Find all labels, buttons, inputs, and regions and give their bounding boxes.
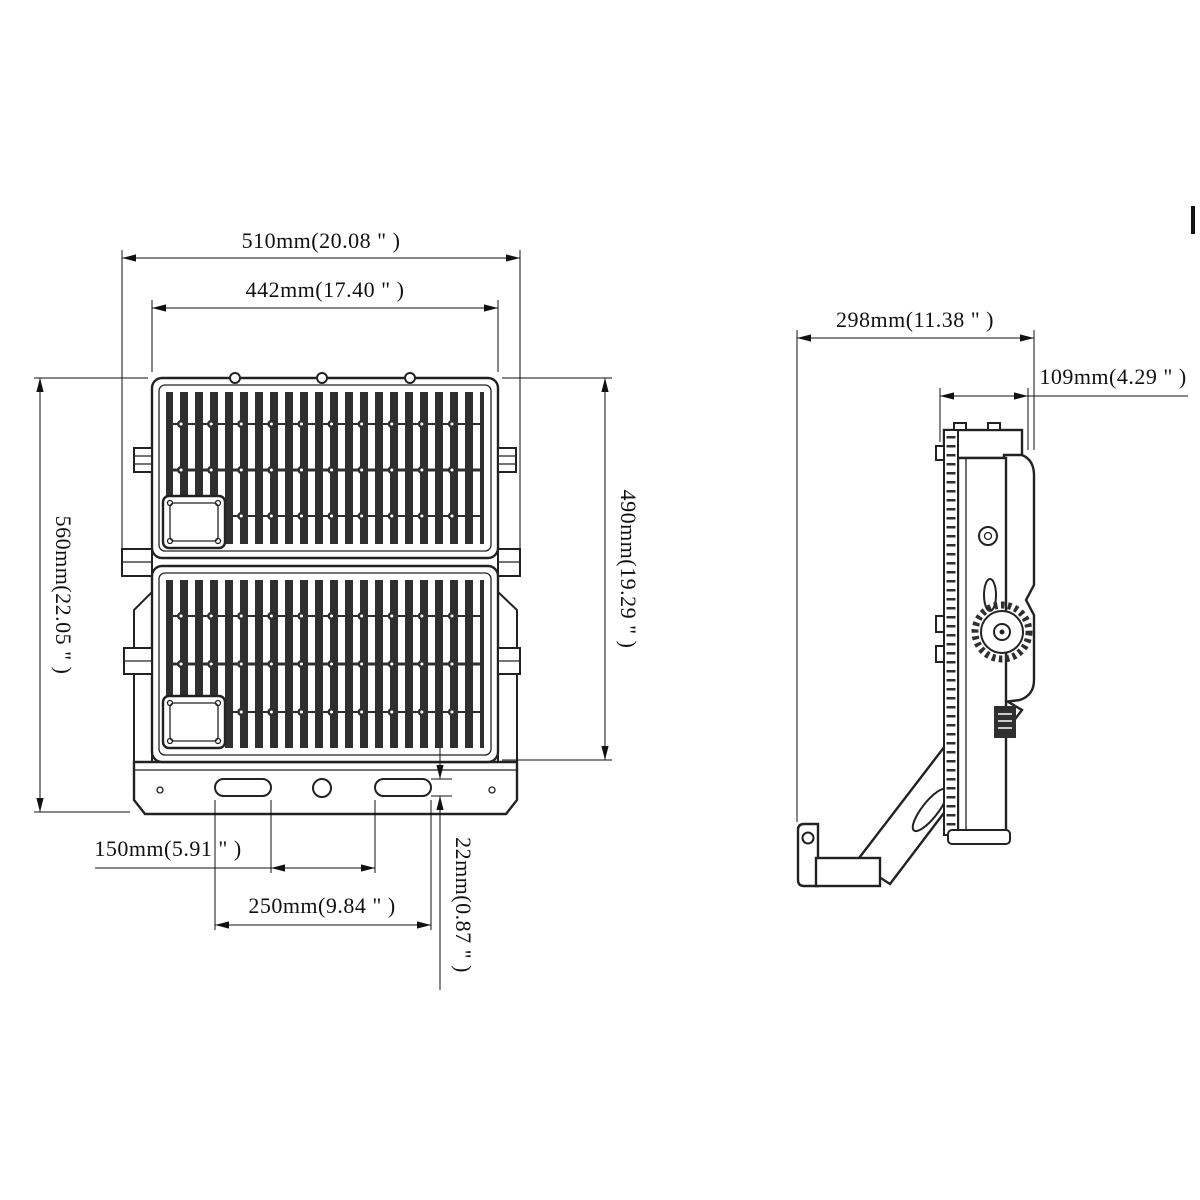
dim-298-label: 298mm(11.38 " ) bbox=[836, 307, 994, 332]
spec-label bbox=[994, 706, 1016, 738]
dim-250-label: 250mm(9.84 " ) bbox=[248, 893, 395, 918]
side-knob bbox=[978, 526, 998, 546]
mounting-plate bbox=[132, 760, 519, 816]
front-tab bbox=[935, 445, 945, 461]
mount-slot-right bbox=[374, 778, 432, 797]
hinge-blocks bbox=[121, 447, 521, 675]
grille-module-bottom bbox=[150, 564, 500, 764]
dim-109-label: 109mm(4.29 " ) bbox=[1039, 364, 1186, 389]
front-dimensions: 510mm(20.08 " ) 442mm(17.40 " ) 560mm(22… bbox=[34, 228, 641, 990]
dim-22-label: 22mm(0.87 " ) bbox=[451, 837, 476, 973]
yoke-left-arm bbox=[133, 589, 153, 763]
dim-depth-overall: 298mm(11.38 " ) bbox=[796, 307, 1035, 822]
foot-hole bbox=[801, 831, 815, 845]
top-screw bbox=[229, 372, 241, 384]
dim-overall-width: 510mm(20.08 " ) bbox=[121, 228, 521, 549]
dim-slot-inner-spacing: 150mm(5.91 " ) bbox=[94, 800, 376, 873]
aiming-dial bbox=[971, 601, 1033, 663]
body-bottom-cap bbox=[947, 829, 1011, 845]
lamp-body-side bbox=[935, 422, 1036, 845]
driver-housing bbox=[1002, 453, 1036, 704]
mount-hole-center bbox=[312, 778, 332, 798]
yoke-right-arm bbox=[497, 589, 518, 763]
side-view bbox=[796, 422, 1036, 888]
side-tab-right bbox=[497, 447, 517, 473]
grille-module-top bbox=[150, 372, 500, 560]
dim-slot-outer-spacing: 250mm(9.84 " ) bbox=[214, 800, 432, 930]
front-view bbox=[121, 372, 521, 816]
dim-inner-width: 442mm(17.40 " ) bbox=[151, 277, 499, 372]
junction-box-top bbox=[161, 494, 227, 550]
dim-overall-height: 560mm(22.05 " ) bbox=[34, 377, 148, 813]
front-tab bbox=[935, 645, 945, 663]
front-tab bbox=[935, 615, 945, 633]
dim-442-label: 442mm(17.40 " ) bbox=[246, 277, 405, 302]
dim-560-label: 560mm(22.05 " ) bbox=[51, 516, 76, 675]
top-screw bbox=[316, 372, 328, 384]
dim-slot-height: 22mm(0.87 " ) bbox=[431, 748, 476, 990]
mount-slot-left bbox=[214, 778, 272, 797]
top-screw bbox=[404, 372, 416, 384]
junction-box-bottom bbox=[161, 694, 227, 750]
bracket-foot bbox=[796, 822, 882, 888]
dim-490-label: 490mm(19.29 " ) bbox=[616, 490, 641, 649]
dim-510-label: 510mm(20.08 " ) bbox=[242, 228, 401, 253]
dim-grille-height: 490mm(19.29 " ) bbox=[502, 377, 641, 761]
dim-depth-body: 109mm(4.29 " ) bbox=[939, 364, 1188, 450]
side-dimensions: 298mm(11.38 " ) 109mm(4.29 " ) bbox=[796, 206, 1195, 822]
dim-150-label: 150mm(5.91 " ) bbox=[94, 836, 241, 861]
side-tab-left bbox=[133, 447, 153, 473]
